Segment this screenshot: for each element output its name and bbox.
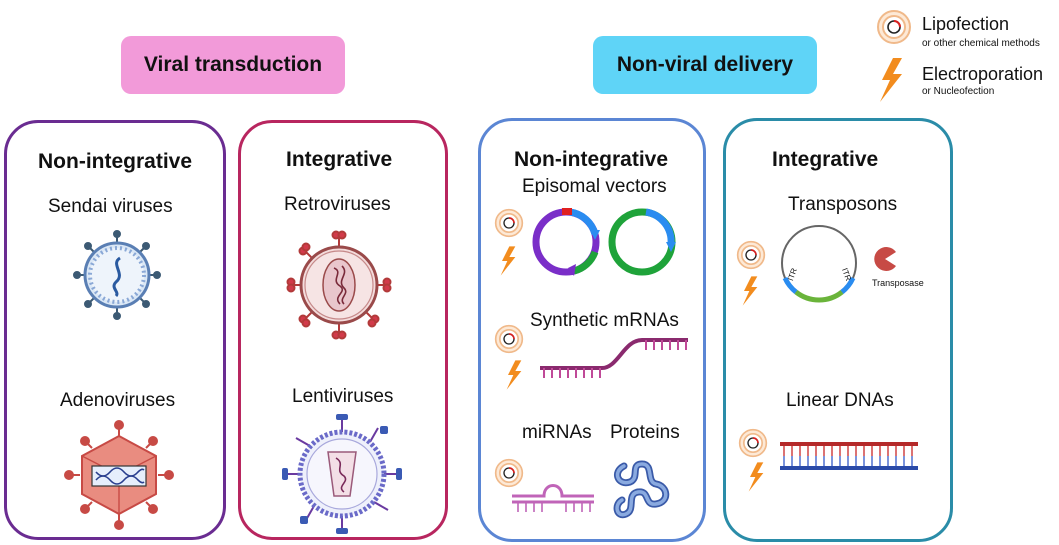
viral-transduction-header: Viral transduction: [121, 36, 345, 94]
sendai-label: Sendai viruses: [48, 196, 173, 217]
adenovirus-icon: [64, 420, 174, 530]
transposons-label: Transposons: [788, 194, 898, 215]
panel-title: Integrative: [772, 148, 879, 171]
non-viral-delivery-header: Non-viral delivery: [593, 36, 817, 94]
legend-electroporation: Electroporation: [922, 64, 1044, 84]
lipofection-icon: [738, 428, 768, 458]
panel-title: Non-integrative: [514, 148, 669, 171]
lightning-icon: [880, 58, 902, 102]
legend-lipofection: Lipofection: [922, 14, 1010, 34]
transposase-label: Transposase: [872, 278, 924, 288]
panel-viral-integrative: [238, 120, 448, 540]
episomal-label: Episomal vectors: [522, 176, 667, 197]
mirna-hairpin-icon: [512, 484, 594, 512]
panel-title: Integrative: [286, 148, 393, 171]
linear-dna-icon: [780, 442, 918, 470]
transposon-plasmid-icon: [781, 225, 857, 303]
mrna-strand-icon: [540, 338, 688, 378]
episomal-plasmid-icon: [532, 208, 676, 276]
retrovirus-icon: [286, 230, 392, 340]
lipofection-icon: [494, 208, 524, 238]
legend-lipofection-sub: or other chemical methods: [922, 38, 1040, 49]
lightning-icon: [500, 246, 516, 276]
lipofection-icon: [877, 10, 911, 44]
legend-electroporation-sub: or Nucleofection: [922, 86, 995, 97]
lipofection-icon: [494, 458, 524, 488]
protein-icon: [613, 460, 670, 519]
lightning-icon: [748, 462, 764, 492]
linear-dna-label: Linear DNAs: [786, 390, 894, 411]
proteins-label: Proteins: [610, 422, 680, 443]
retrovirus-label: Retroviruses: [284, 194, 391, 215]
lightning-icon: [506, 360, 522, 390]
adenovirus-label: Adenoviruses: [60, 390, 176, 411]
transposase-enzyme-icon: [874, 247, 896, 271]
mirna-label: miRNAs: [522, 422, 592, 443]
panel-title: Non-integrative: [38, 150, 193, 173]
sendai-virus-icon: [73, 230, 161, 320]
mrna-label: Synthetic mRNAs: [530, 310, 679, 331]
lipofection-icon: [736, 240, 766, 270]
panel-nonviral-integrative: [723, 118, 953, 542]
lightning-icon: [742, 276, 758, 306]
lentivirus-label: Lentiviruses: [292, 386, 394, 407]
panel-viral-non-integrative: [4, 120, 226, 540]
lentivirus-icon: [282, 414, 402, 534]
panel-nonviral-non-integrative: [478, 118, 706, 542]
lipofection-icon: [494, 324, 524, 354]
